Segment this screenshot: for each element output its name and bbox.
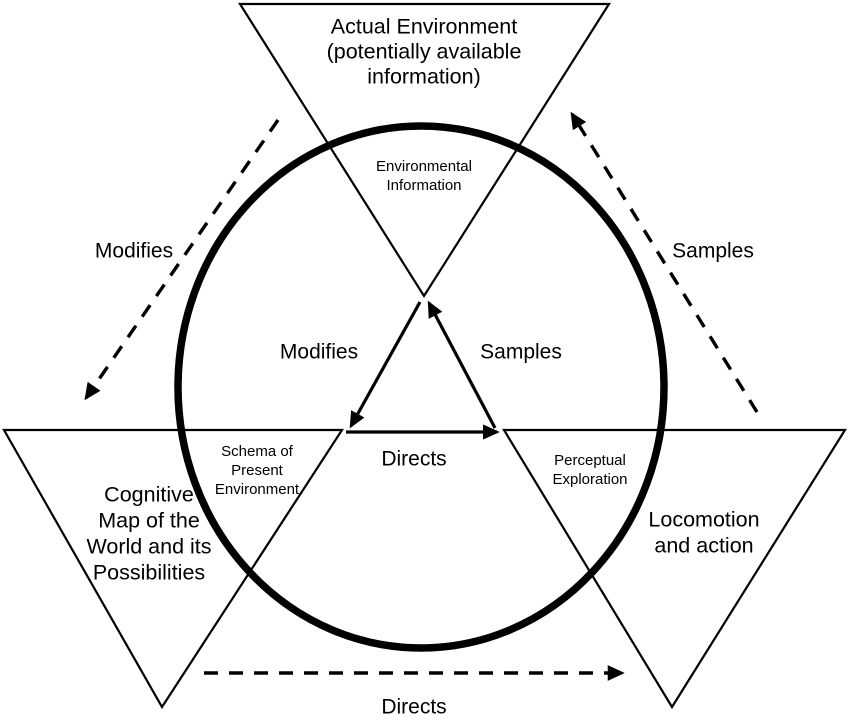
label-environmental-information: Environmental Information	[376, 158, 472, 194]
label-cognitive-map: Cognitive Map of the World and its Possi…	[86, 483, 211, 585]
triangle-cognitive-map	[2, 428, 345, 710]
outer-arrow-samples	[570, 111, 759, 413]
label-actual-environment-line-1: Actual Environment	[331, 15, 517, 39]
inner-arrow-group	[346, 300, 500, 440]
label-locomotion-action: Locomotion and action	[648, 508, 759, 558]
label-perceptual-exploration: Perceptual Exploration	[552, 452, 627, 488]
label-perceptual-exploration-line-2: Exploration	[552, 471, 627, 488]
label-cognitive-map-line-1: Cognitive	[104, 483, 194, 507]
label-locomotion-action-line-2: and action	[654, 534, 753, 558]
corner-labels: Actual Environment (potentially availabl…	[86, 15, 759, 585]
inner-arrow-labels: Modifies Samples Directs	[280, 341, 562, 471]
label-locomotion-action-line-1: Locomotion	[648, 508, 759, 532]
inner-sector-labels: Environmental Information Schema of Pres…	[215, 158, 628, 498]
outer-arrow-modifies	[84, 119, 280, 401]
triangle-locomotion-action	[502, 428, 847, 710]
triangle-outlines	[2, 2, 847, 710]
label-outer-samples: Samples	[672, 240, 754, 263]
label-outer-directs: Directs	[381, 696, 446, 719]
label-cognitive-map-line-2: Map of the	[98, 509, 200, 533]
outer-arrow-group	[84, 111, 759, 681]
label-inner-modifies: Modifies	[280, 341, 358, 364]
label-schema-present-environment-line-2: Present	[231, 462, 284, 479]
label-cognitive-map-line-3: World and its	[86, 535, 211, 559]
inner-arrow-modifies	[349, 301, 422, 429]
label-schema-present-environment-line-3: Environment	[215, 481, 300, 498]
label-cognitive-map-line-4: Possibilities	[93, 561, 205, 585]
label-schema-present-environment-line-1: Schema of	[221, 443, 294, 460]
label-environmental-information-line-2: Information	[386, 177, 461, 194]
label-schema-present-environment: Schema of Present Environment	[215, 443, 300, 498]
label-perceptual-exploration-line-1: Perceptual	[554, 452, 626, 469]
outer-arrow-labels: Modifies Samples Directs	[95, 240, 754, 719]
perceptual-cycle-ring	[174, 122, 668, 652]
label-environmental-information-line-1: Environmental	[376, 158, 472, 175]
label-inner-directs: Directs	[381, 448, 446, 471]
label-actual-environment-line-2: (potentially available	[327, 40, 522, 64]
label-actual-environment-line-3: information)	[367, 65, 481, 89]
label-outer-modifies: Modifies	[95, 240, 173, 263]
label-actual-environment: Actual Environment (potentially availabl…	[327, 15, 522, 89]
label-inner-samples: Samples	[480, 341, 562, 364]
inner-arrow-samples	[427, 300, 497, 429]
